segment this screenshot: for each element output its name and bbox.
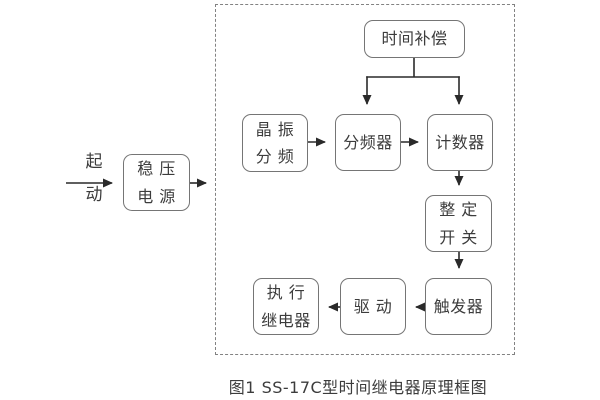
power-supply-label-line2: 电 源: [137, 186, 176, 206]
time-compensation-label: 时间补偿: [381, 29, 448, 49]
figure-caption: 图1 SS-17C型时间继电器原理框图: [228, 378, 488, 397]
crystal-oscillator-divider-label-line1: 晶 振: [255, 119, 295, 139]
crystal-oscillator-divider-label-line2: 分 频: [255, 147, 295, 166]
start-label-line2: 动: [85, 185, 103, 205]
counter-box: 计数器: [427, 114, 493, 171]
trigger-box: 触发器: [425, 278, 492, 335]
start-label: 起 动: [78, 154, 110, 204]
time-compensation-box: 时间补偿: [364, 20, 465, 58]
crystal-oscillator-divider-box: 晶 振 分 频: [242, 114, 308, 172]
power-supply-box: 稳 压 电 源: [123, 154, 190, 211]
executive-relay-label-line2: 继电器: [261, 310, 311, 330]
setting-switch-box: 整 定 开 关: [425, 195, 492, 252]
trigger-label: 触发器: [433, 296, 484, 316]
setting-switch-label-line2: 开 关: [439, 227, 478, 247]
setting-switch-label-line1: 整 定: [439, 200, 478, 220]
power-supply-label-line1: 稳 压: [137, 159, 176, 179]
executive-relay-label-line1: 执 行: [266, 283, 306, 303]
drive-box: 驱 动: [340, 278, 406, 335]
counter-label: 计数器: [435, 132, 485, 152]
dashed-enclosure: [215, 4, 515, 355]
frequency-divider-label: 分频器: [343, 132, 393, 152]
executive-relay-box: 执 行 继电器: [253, 278, 319, 335]
drive-label: 驱 动: [353, 296, 393, 316]
start-label-line1: 起: [85, 152, 103, 172]
frequency-divider-box: 分频器: [335, 114, 401, 171]
